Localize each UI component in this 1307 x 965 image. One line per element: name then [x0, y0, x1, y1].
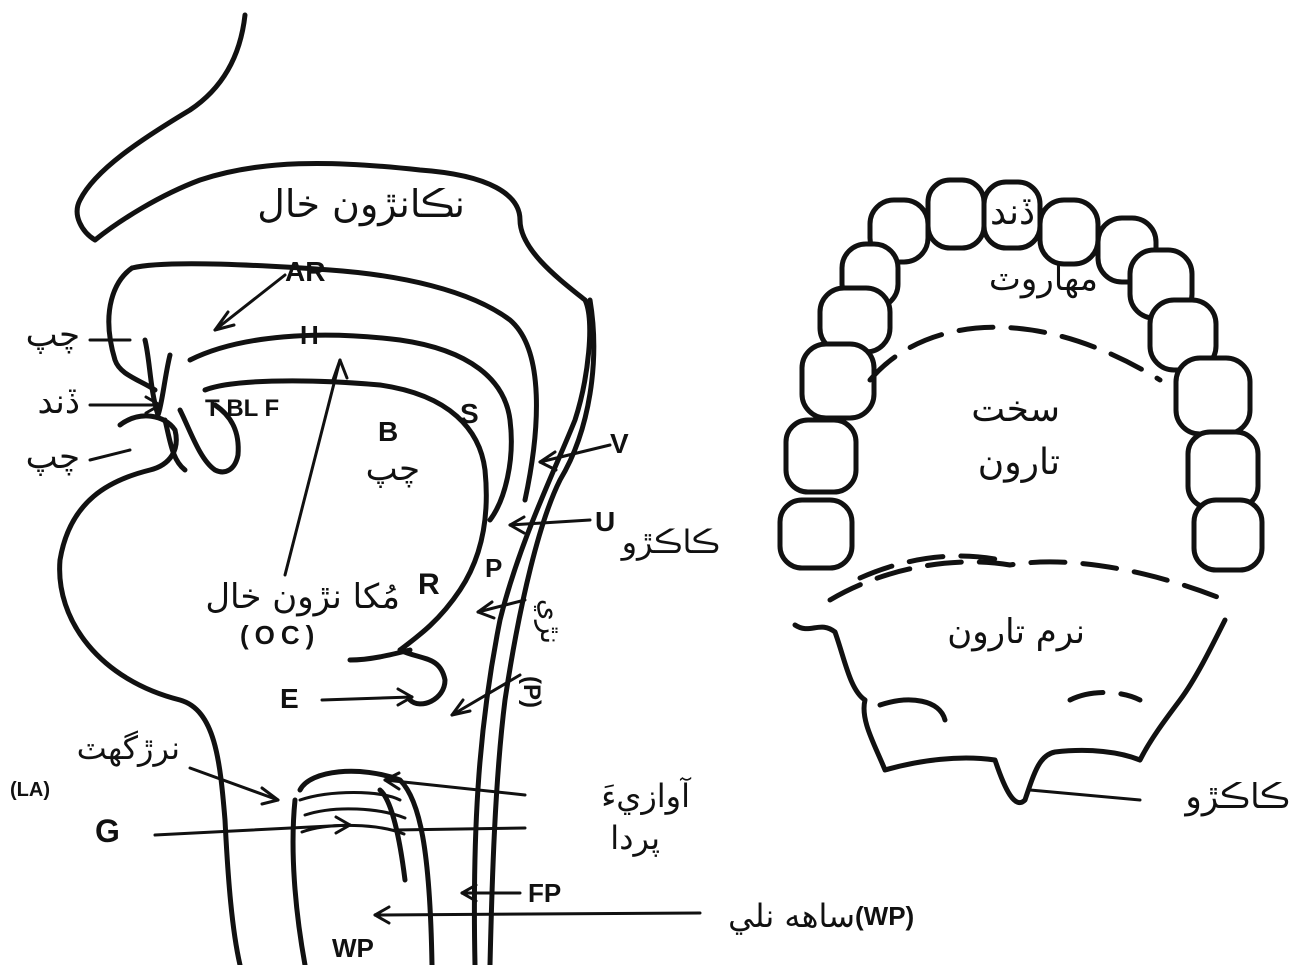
- label-palate-uvula: ڪاڪڙو: [1150, 780, 1290, 814]
- code-g: G: [95, 815, 120, 847]
- label-oral-cavity-abbr: (OC): [240, 622, 320, 648]
- label-vocal-folds-1: آوازيءَ: [550, 780, 690, 812]
- code-h: H: [300, 322, 319, 348]
- label-pharynx: نڙي: [536, 584, 564, 644]
- code-tblf: T BL F: [205, 397, 279, 421]
- code-e: E: [280, 685, 299, 713]
- label-soft-palate: نرم تارون: [905, 615, 1085, 649]
- label-larynx: نرڙگهٽ: [40, 732, 180, 764]
- label-vocal-folds-2: پردا: [580, 822, 660, 854]
- vocal-tract-outline: [60, 15, 594, 965]
- code-fp: FP: [528, 880, 561, 906]
- code-r: R: [418, 570, 440, 600]
- label-alveolar-ridge: مهاروٽ: [948, 262, 1098, 296]
- label-teeth: ڏند: [10, 385, 80, 419]
- label-windpipe: ساهه نلي: [705, 900, 855, 932]
- label-oral-cavity: مُکا نڙون خال: [150, 580, 400, 614]
- label-nasal-cavity: نڪانڙون خال: [205, 185, 465, 223]
- code-v: V: [610, 430, 629, 458]
- label-palate-teeth: ڏند: [945, 195, 1035, 231]
- code-u: U: [595, 508, 615, 536]
- label-tongue: چپ: [340, 452, 420, 486]
- label-windpipe-abbr: (WP): [855, 903, 914, 929]
- code-b: B: [378, 418, 398, 446]
- label-hard-palate-2: تارون: [940, 445, 1060, 481]
- code-ar: AR: [285, 258, 325, 286]
- label-pharynx-abbr: (P): [519, 676, 543, 708]
- label-hard-palate-1: سخت: [940, 392, 1060, 428]
- label-uvula: ڪاڪڙو: [630, 526, 720, 558]
- label-upper-lip: چپ: [10, 318, 80, 352]
- code-s: S: [460, 400, 479, 428]
- code-p: P: [485, 555, 502, 581]
- label-lower-lip: چپ: [10, 440, 80, 474]
- code-wp: WP: [332, 935, 374, 961]
- label-larynx-abbr: (LA): [10, 780, 50, 800]
